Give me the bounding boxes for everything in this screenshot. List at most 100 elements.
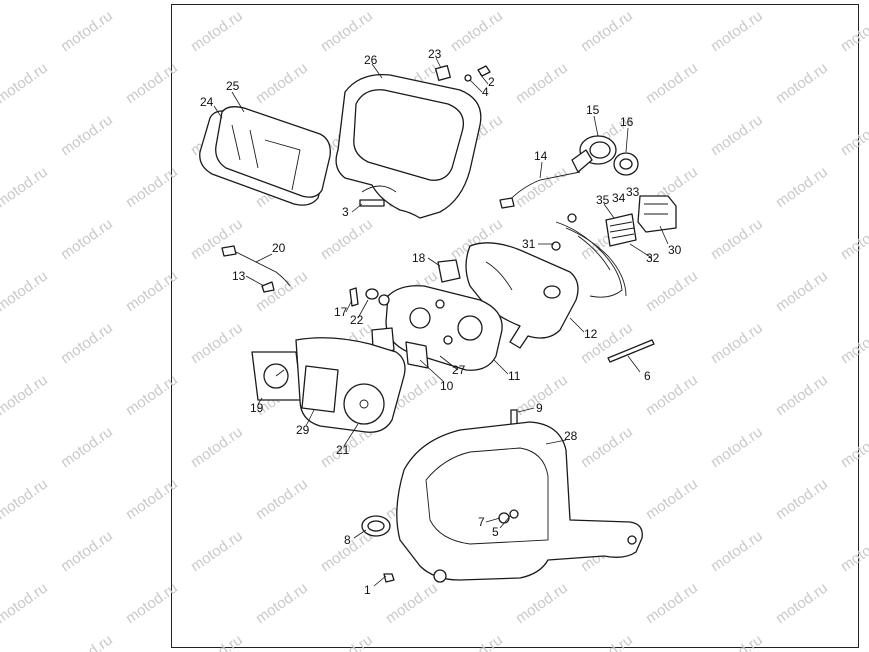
- watermark-text: motod.ru: [0, 163, 51, 211]
- watermark-text: motod.ru: [513, 163, 571, 211]
- callout-4: 4: [482, 85, 489, 99]
- watermark-text: motod.ru: [643, 59, 701, 107]
- watermark-text: motod.ru: [838, 423, 869, 471]
- callout-26: 26: [364, 53, 378, 67]
- watermark-text: motod.ru: [708, 423, 766, 471]
- speedo-cable: [221, 245, 291, 293]
- watermark-text: motod.ru: [773, 579, 831, 627]
- callout-1: 1: [364, 583, 371, 597]
- watermark-text: motod.ru: [643, 579, 701, 627]
- gauges-group: [251, 337, 406, 433]
- watermark-text: motod.ru: [58, 7, 116, 55]
- watermark-text: motod.ru: [578, 631, 636, 652]
- callout-34: 34: [612, 191, 626, 205]
- watermark-text: motod.ru: [253, 579, 311, 627]
- watermark-text: motod.ru: [708, 319, 766, 367]
- part-29-plate: [301, 365, 339, 413]
- watermark-text: motod.ru: [773, 163, 831, 211]
- watermark-text: motod.ru: [123, 59, 181, 107]
- watermark-text: motod.ru: [318, 631, 376, 652]
- watermark-text: motod.ru: [643, 371, 701, 419]
- watermark-text: motod.ru: [838, 215, 869, 263]
- callout-13: 13: [232, 269, 246, 283]
- watermark-text: motod.ru: [578, 7, 636, 55]
- callout-15: 15: [586, 103, 600, 117]
- callout-9: 9: [536, 401, 543, 415]
- callout-labels: 1 2 3 4 5 6 7 8 9 10 11 12 13 14 15 16 1…: [200, 47, 682, 597]
- watermark-text: motod.ru: [643, 267, 701, 315]
- wiring-harness: [551, 213, 627, 298]
- watermark-text: motod.ru: [253, 0, 311, 3]
- watermark-text: motod.ru: [58, 423, 116, 471]
- watermark-text: motod.ru: [383, 0, 441, 3]
- callout-23: 23: [428, 47, 442, 61]
- callout-11: 11: [508, 369, 521, 383]
- watermark-text: motod.ru: [448, 631, 506, 652]
- watermark-text: motod.ru: [188, 423, 246, 471]
- watermark-text: motod.ru: [643, 0, 701, 3]
- watermark-text: motod.ru: [0, 475, 51, 523]
- watermark-text: motod.ru: [253, 475, 311, 523]
- watermark-text: motod.ru: [0, 59, 51, 107]
- watermark-text: motod.ru: [838, 319, 869, 367]
- watermark-text: motod.ru: [773, 267, 831, 315]
- connector-block-group: [605, 195, 677, 247]
- watermark-text: motod.ru: [123, 579, 181, 627]
- watermark-text: motod.ru: [0, 579, 51, 627]
- callout-21: 21: [336, 443, 350, 457]
- callout-10: 10: [440, 379, 454, 393]
- hardware-mid: [349, 287, 390, 307]
- watermark-text: motod.ru: [773, 475, 831, 523]
- watermark-text: motod.ru: [188, 7, 246, 55]
- callout-27: 27: [452, 363, 466, 377]
- callout-12: 12: [584, 327, 598, 341]
- watermark-text: motod.ru: [318, 215, 376, 263]
- callout-35: 35: [596, 193, 610, 207]
- watermark-text: motod.ru: [708, 527, 766, 575]
- callout-5: 5: [492, 525, 499, 539]
- watermark-text: motod.ru: [0, 267, 51, 315]
- watermark-text: motod.ru: [58, 215, 116, 263]
- watermark-text: motod.ru: [708, 7, 766, 55]
- watermark-text: motod.ru: [123, 371, 181, 419]
- watermark-text: motod.ru: [253, 59, 311, 107]
- watermark-text: motod.ru: [58, 111, 116, 159]
- watermark-text: motod.ru: [0, 371, 51, 419]
- watermark-text: motod.ru: [513, 0, 571, 3]
- callout-8: 8: [344, 533, 351, 547]
- watermark-text: motod.ru: [643, 475, 701, 523]
- watermark-text: motod.ru: [123, 0, 181, 3]
- watermark-text: motod.ru: [513, 579, 571, 627]
- part-6-strap: [607, 339, 655, 363]
- callout-3: 3: [342, 205, 349, 219]
- watermark-text: motod.ru: [123, 163, 181, 211]
- part-12-bracket: [465, 242, 579, 349]
- callout-20: 20: [272, 241, 286, 255]
- watermark-text: motod.ru: [578, 423, 636, 471]
- watermark-text: motod.ru: [123, 475, 181, 523]
- callout-19: 19: [250, 401, 264, 415]
- callout-14: 14: [534, 149, 548, 163]
- watermark-text: motod.ru: [708, 215, 766, 263]
- watermark-text: motod.ru: [0, 0, 51, 3]
- part-28-lower-housing: [396, 421, 643, 583]
- watermark-text: motod.ru: [188, 631, 246, 652]
- watermark-text: motod.ru: [253, 267, 311, 315]
- callout-18: 18: [412, 251, 426, 265]
- watermark-text: motod.ru: [188, 319, 246, 367]
- lens-cover-group: [199, 106, 331, 206]
- watermark-text: motod.ru: [383, 579, 441, 627]
- callout-32: 32: [646, 251, 660, 265]
- watermark-text: motod.ru: [838, 527, 869, 575]
- watermark-text: motod.ru: [773, 59, 831, 107]
- watermark-text: motod.ru: [58, 527, 116, 575]
- leader-lines: [213, 57, 669, 587]
- part-1-nut: [383, 573, 395, 583]
- callout-28: 28: [564, 429, 578, 443]
- callout-25: 25: [226, 79, 240, 93]
- callout-16: 16: [620, 115, 634, 129]
- hardware-top: [359, 65, 491, 207]
- watermark-text: motod.ru: [188, 527, 246, 575]
- callout-29: 29: [296, 423, 310, 437]
